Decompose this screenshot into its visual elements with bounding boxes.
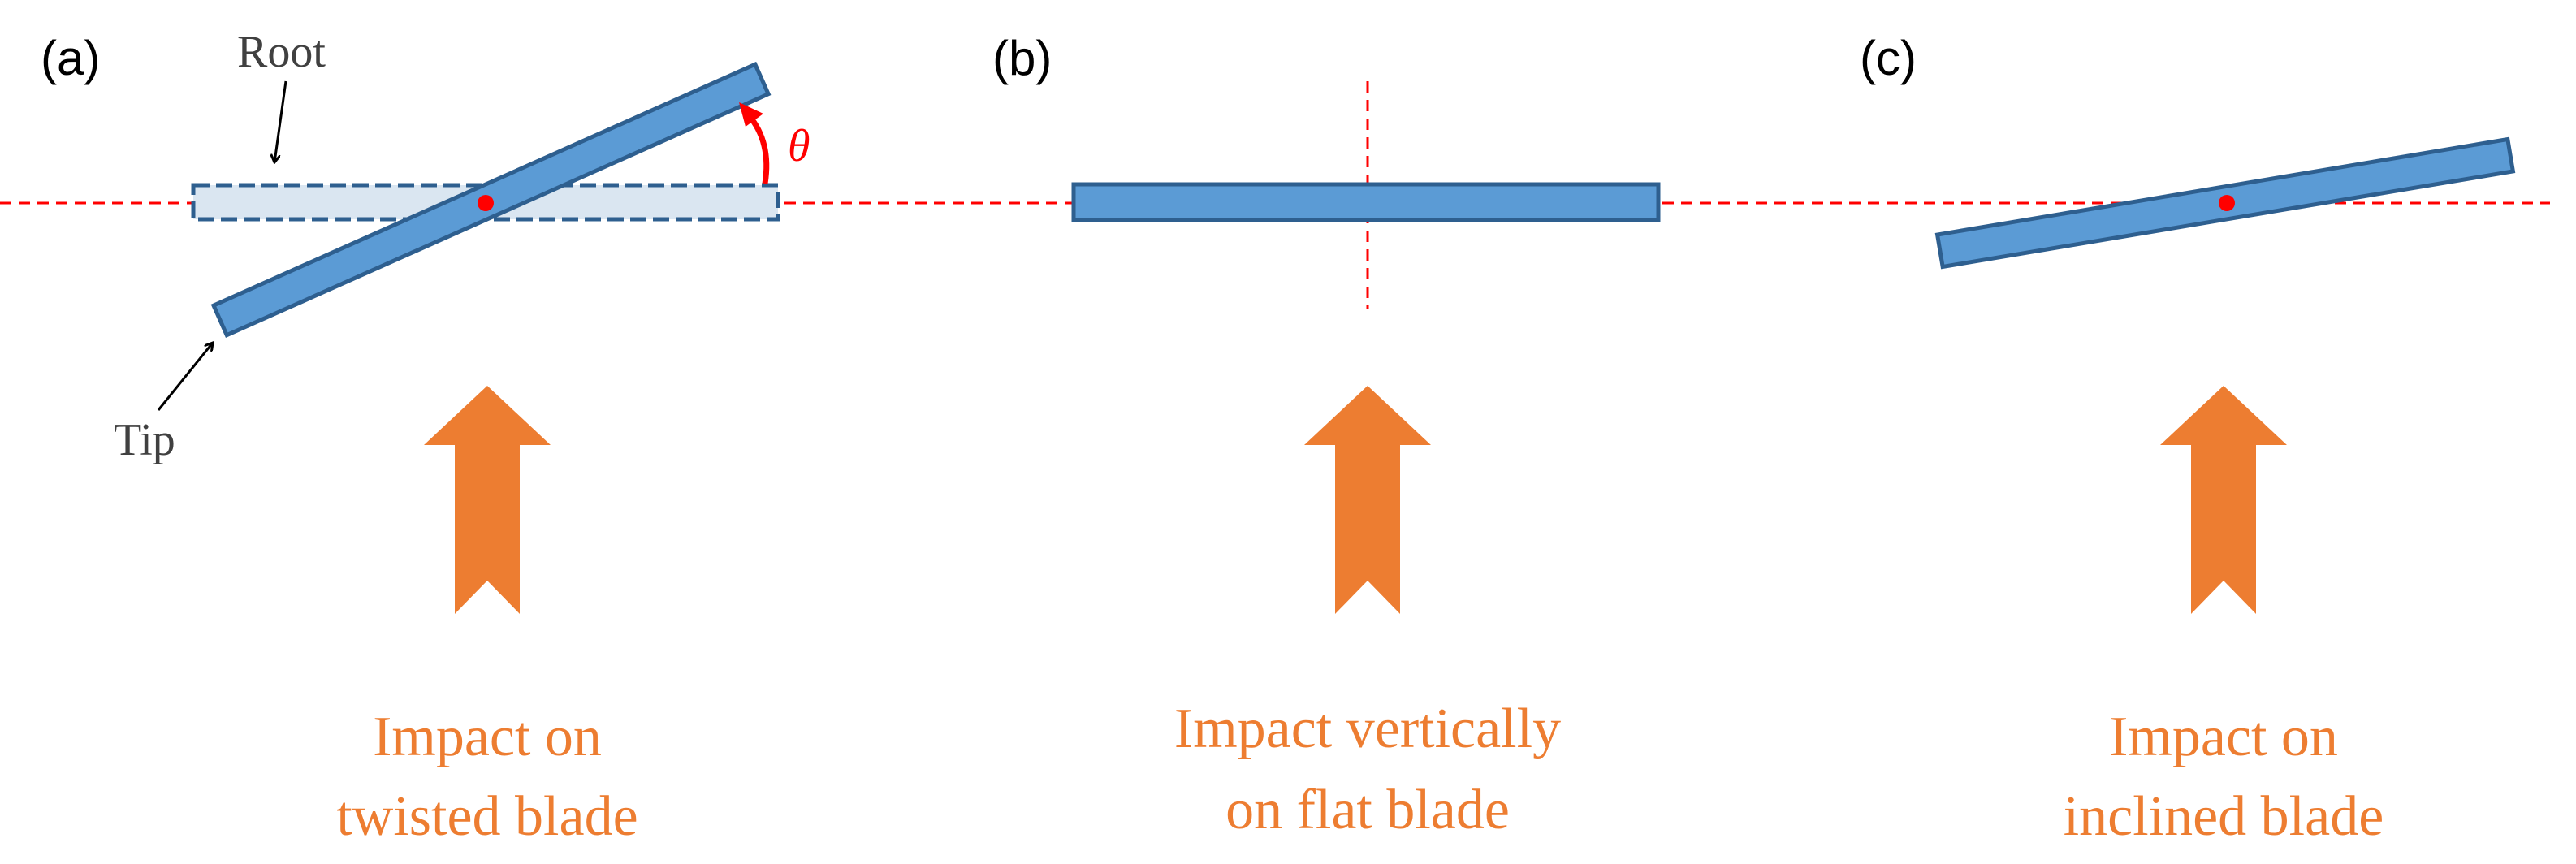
panel-b-caption-line1: Impact vertically — [1174, 698, 1561, 760]
panel-a-label: (a) — [41, 31, 100, 85]
twist-angle-arc — [746, 113, 770, 184]
panel-c: (c) Impact on inclined blade — [1860, 31, 2516, 848]
tip-label: Tip — [114, 415, 175, 465]
panel-a: (a) Root Tip θ Impact on twisted blade — [41, 27, 810, 848]
panel-b: (b) Impact vertically on flat blade — [992, 31, 1661, 841]
panel-c-caption-line1: Impact on — [2109, 706, 2338, 768]
impact-arrow-up-icon — [2160, 386, 2287, 614]
flat-blade — [1071, 182, 1661, 222]
tip-pointer-arrow — [157, 343, 213, 411]
panel-c-caption-line2: inclined blade — [2064, 785, 2384, 848]
panel-b-label: (b) — [992, 31, 1052, 85]
root-pointer-arrow — [274, 80, 287, 162]
panel-b-caption-line2: on flat blade — [1225, 779, 1510, 841]
panel-c-label: (c) — [1860, 31, 1917, 85]
impact-arrow-up-icon — [1304, 386, 1431, 614]
pivot-point — [2219, 195, 2235, 211]
panel-a-caption-line2: twisted blade — [336, 785, 638, 848]
pivot-point — [478, 195, 494, 211]
twist-angle-arrowhead-icon — [739, 102, 763, 127]
angle-theta-label: θ — [788, 121, 810, 171]
impact-arrow-up-icon — [424, 386, 551, 614]
root-label: Root — [237, 27, 326, 77]
panel-a-caption-line1: Impact on — [373, 706, 602, 768]
